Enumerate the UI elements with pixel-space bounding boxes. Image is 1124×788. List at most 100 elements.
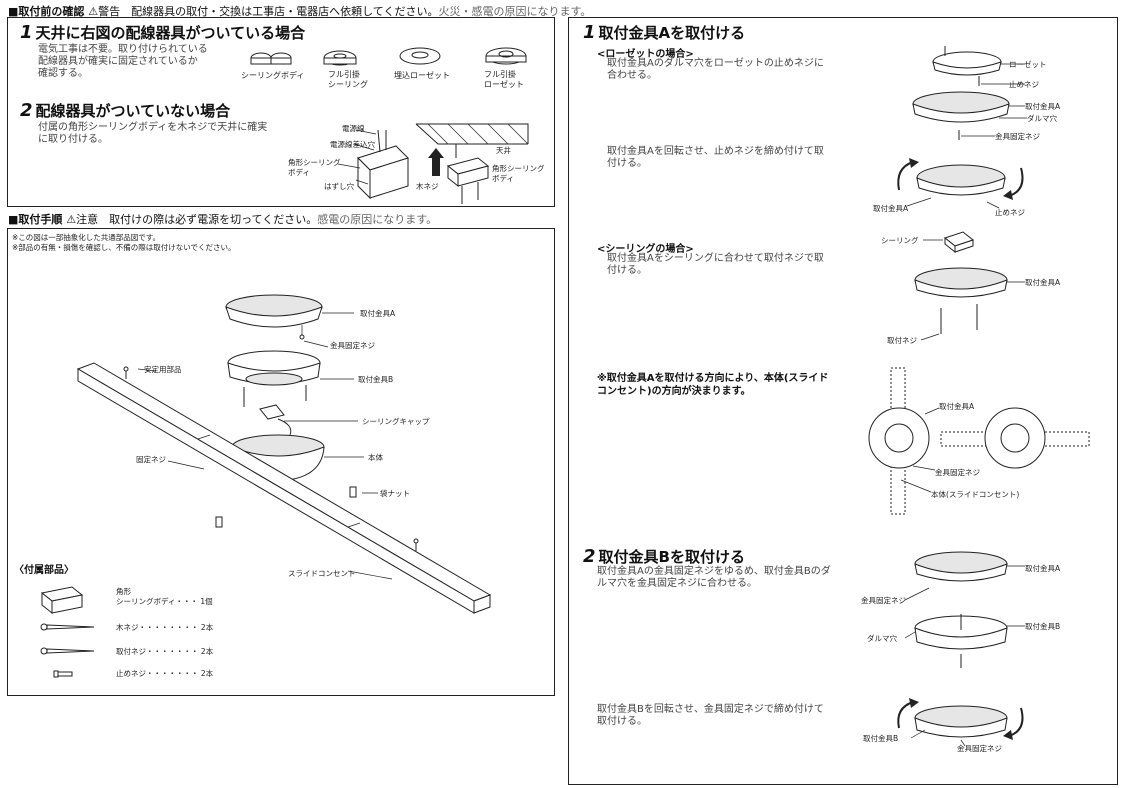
step2-line: ルマ穴を金具固定ネジに合わせる。: [597, 578, 757, 589]
case2-line: に取り付ける。: [38, 134, 108, 145]
rotate-line: 付ける。: [607, 158, 647, 169]
rotate-line: 取付金具Aを回転させ、止めネジを締め付けて取: [607, 146, 824, 157]
label-step2-daruma: ダルマ穴: [867, 634, 897, 643]
direction-note: ※取付金具Aを取付ける方向により、本体(スライド コンセント)の方向が決まります…: [597, 372, 828, 398]
label-ceiling: 天井: [496, 146, 511, 155]
rosette-text: 取付金具Aのダルマ穴をローゼットの止めネジに 合わせる。: [607, 58, 824, 82]
procedure-heading: ■取付手順: [8, 213, 63, 226]
label-release-hole: はずし穴: [324, 182, 354, 191]
label-square-ceiling-body-2: 角形シーリング ボディ: [492, 164, 545, 183]
label-slide-outlet: スライドコンセント: [288, 569, 356, 578]
fixture-label-full-hook-rosette: フル引掛 ローゼット: [484, 70, 524, 89]
step2-text: 取付金具Aの金具固定ネジをゆるめ、取付金具Bのダ ルマ穴を金具固定ネジに合わせる…: [597, 566, 831, 590]
label-step2-bracket-a: 取付金具A: [1025, 564, 1061, 573]
right-drawings: [868, 46, 1090, 747]
label-square-ceiling-body: 角形シーリング ボディ: [288, 158, 341, 177]
step2-rotate-line: 取付ける。: [597, 716, 647, 727]
label-step2-fix-screw: 金具固定ネジ: [861, 596, 906, 605]
caution-text: ⚠注意 取付けの際は必ず電源を切ってください。: [66, 213, 318, 226]
case1-number: 1: [20, 22, 33, 43]
label-ceiling-bracket-a: 取付金具A: [1025, 278, 1061, 287]
label-bracket-a-r: 取付金具A: [1025, 102, 1061, 111]
label-power-line: 電源線: [342, 124, 365, 133]
ceiling-body-install-drawing: [337, 123, 529, 204]
direction-line: ※取付金具Aを取付ける方向により、本体(スライド: [597, 373, 829, 384]
pre-check-heading: ■取付前の確認: [8, 5, 85, 18]
accessory-wood-screw: 木ネジ・・・・・・・・ 2本: [116, 623, 214, 632]
fixture-label-full-hook-ceiling: フル引掛 シーリング: [328, 70, 368, 89]
rotate-text: 取付金具Aを回転させ、止めネジを締め付けて取 付ける。: [607, 146, 824, 170]
label-rotate-bracket-a: 取付金具A: [873, 204, 909, 213]
label-direction-main-body: 本体(スライドコンセント): [931, 490, 1020, 499]
label-power-hole: 電源線差込穴: [330, 140, 375, 149]
fixture-label-ceiling-body: シーリングボディ: [241, 71, 305, 80]
warning-text: ⚠警告 配線器具の取付・交換は工事店・電器店へ依頼してください。: [88, 5, 439, 18]
case1-text: 電気工事は不要。取り付けられている 配線器具が確実に固定されているか 確認する。: [38, 44, 208, 80]
ceiling-text: 取付金具Aをシーリングに合わせて取付ネジで取 付ける。: [607, 253, 824, 277]
ceiling-line: 付ける。: [607, 265, 647, 276]
label-fix-screw: 金具固定ネジ: [330, 341, 375, 350]
label-rotate-stop-screw: 止めネジ: [995, 208, 1025, 217]
label-daruma-hole: ダルマ穴: [1027, 114, 1057, 123]
step2-rotate-text: 取付金具Bを回転させ、金具固定ネジで締め付けて 取付ける。: [597, 704, 824, 728]
rosette-line: 取付金具Aのダルマ穴をローゼットの止めネジに: [607, 58, 824, 69]
procedure-notes: ※この図は一部抽象化した共通部品図です。 ※部品の有無・損傷を確認し、不備の際は…: [12, 233, 236, 253]
case2-number: 2: [20, 100, 33, 121]
case1-line: 電気工事は不要。取り付けられている: [38, 44, 208, 55]
label-stop-screw: 止めネジ: [1009, 80, 1039, 89]
case1-line: 確認する。: [38, 68, 88, 79]
label-mount-screw: 取付ネジ: [887, 336, 917, 345]
procedure-box: ※この図は一部抽象化した共通部品図です。 ※部品の有無・損傷を確認し、不備の際は…: [7, 228, 555, 696]
accessory-ceiling-body: 角形 シーリングボディ・・・ 1個: [116, 587, 213, 606]
step2-line: 取付金具Aの金具固定ネジをゆるめ、取付金具Bのダ: [597, 566, 831, 577]
ceiling-subtitle: <シーリングの場合>: [597, 244, 694, 255]
case1-line: 配線器具が確実に固定されているか: [38, 56, 198, 67]
label-fix-screw-r: 金具固定ネジ: [995, 132, 1040, 141]
accessory-stop-screw-icon: [53, 670, 73, 678]
direction-line: コンセント)の方向が決まります。: [597, 386, 751, 397]
case1-title: 天井に右図の配線器具がついている場合: [35, 24, 306, 42]
ceiling-body-drawing: [250, 52, 292, 65]
fixture-label-embedded-rosette: 埋込ローゼット: [394, 71, 450, 80]
label-main-body: 本体: [368, 453, 383, 462]
case2-line: 付属の角形シーリングボディを木ネジで天井に確実: [38, 122, 268, 133]
procedure-note: ※部品の有無・損傷を確認し、不備の際は取付けないでください。: [12, 243, 236, 252]
warning-tail: 火災・感電の原因になります。: [438, 5, 592, 18]
accessory-wood-screw-icon: [40, 623, 95, 631]
exploded-view-drawing: [76, 294, 492, 614]
fixture-drawings: [250, 47, 527, 66]
label-step2-rotate-bracket-b: 取付金具B: [863, 734, 899, 743]
label-safety-part: 安定用部品: [144, 365, 182, 374]
rosette-subtitle: <ローゼットの場合>: [597, 49, 694, 60]
accessories-title: 〈付属部品〉: [14, 565, 74, 576]
step2-title: 取付金具Bを取付ける: [598, 548, 745, 566]
label-ceiling-cap: シーリングキャップ: [362, 417, 430, 426]
label-ceiling-r: シーリング: [881, 236, 919, 245]
label-rosette: ローゼット: [1009, 60, 1047, 69]
step2-rotate-line: 取付金具Bを回転させ、金具固定ネジで締め付けて: [597, 704, 824, 715]
full-hook-ceiling-drawing: [323, 50, 357, 66]
label-step2-rotate-fix-screw: 金具固定ネジ: [957, 744, 1002, 753]
procedure-header: ■取付手順 ⚠注意 取付けの際は必ず電源を切ってください。感電の原因になります。: [8, 211, 437, 227]
step1-title: 取付金具Aを取付ける: [598, 24, 746, 42]
accessory-mount-screw: 取付ネジ・・・・・・・ 2本: [116, 647, 214, 656]
case2-text: 付属の角形シーリングボディを木ネジで天井に確実 に取り付ける。: [38, 122, 267, 146]
accessory-stop-screw: 止めネジ・・・・・・・ 2本: [116, 669, 214, 678]
procedure-note: ※この図は一部抽象化した共通部品図です。: [12, 233, 161, 242]
embedded-rosette-drawing: [399, 47, 441, 65]
caution-tail: 感電の原因になります。: [317, 213, 438, 226]
label-wood-screw: 木ネジ: [416, 182, 439, 191]
rosette-line: 合わせる。: [607, 70, 657, 81]
case2-title: 配線器具がついていない場合: [35, 102, 231, 120]
label-step2-bracket-b: 取付金具B: [1025, 622, 1061, 631]
label-direction-fix-screw: 金具固定ネジ: [935, 468, 980, 477]
pre-check-header: ■取付前の確認 ⚠警告 配線器具の取付・交換は工事店・電器店へ依頼してください。…: [8, 3, 591, 19]
accessories-drawings: [40, 586, 95, 678]
label-direction-bracket-a: 取付金具A: [939, 402, 975, 411]
